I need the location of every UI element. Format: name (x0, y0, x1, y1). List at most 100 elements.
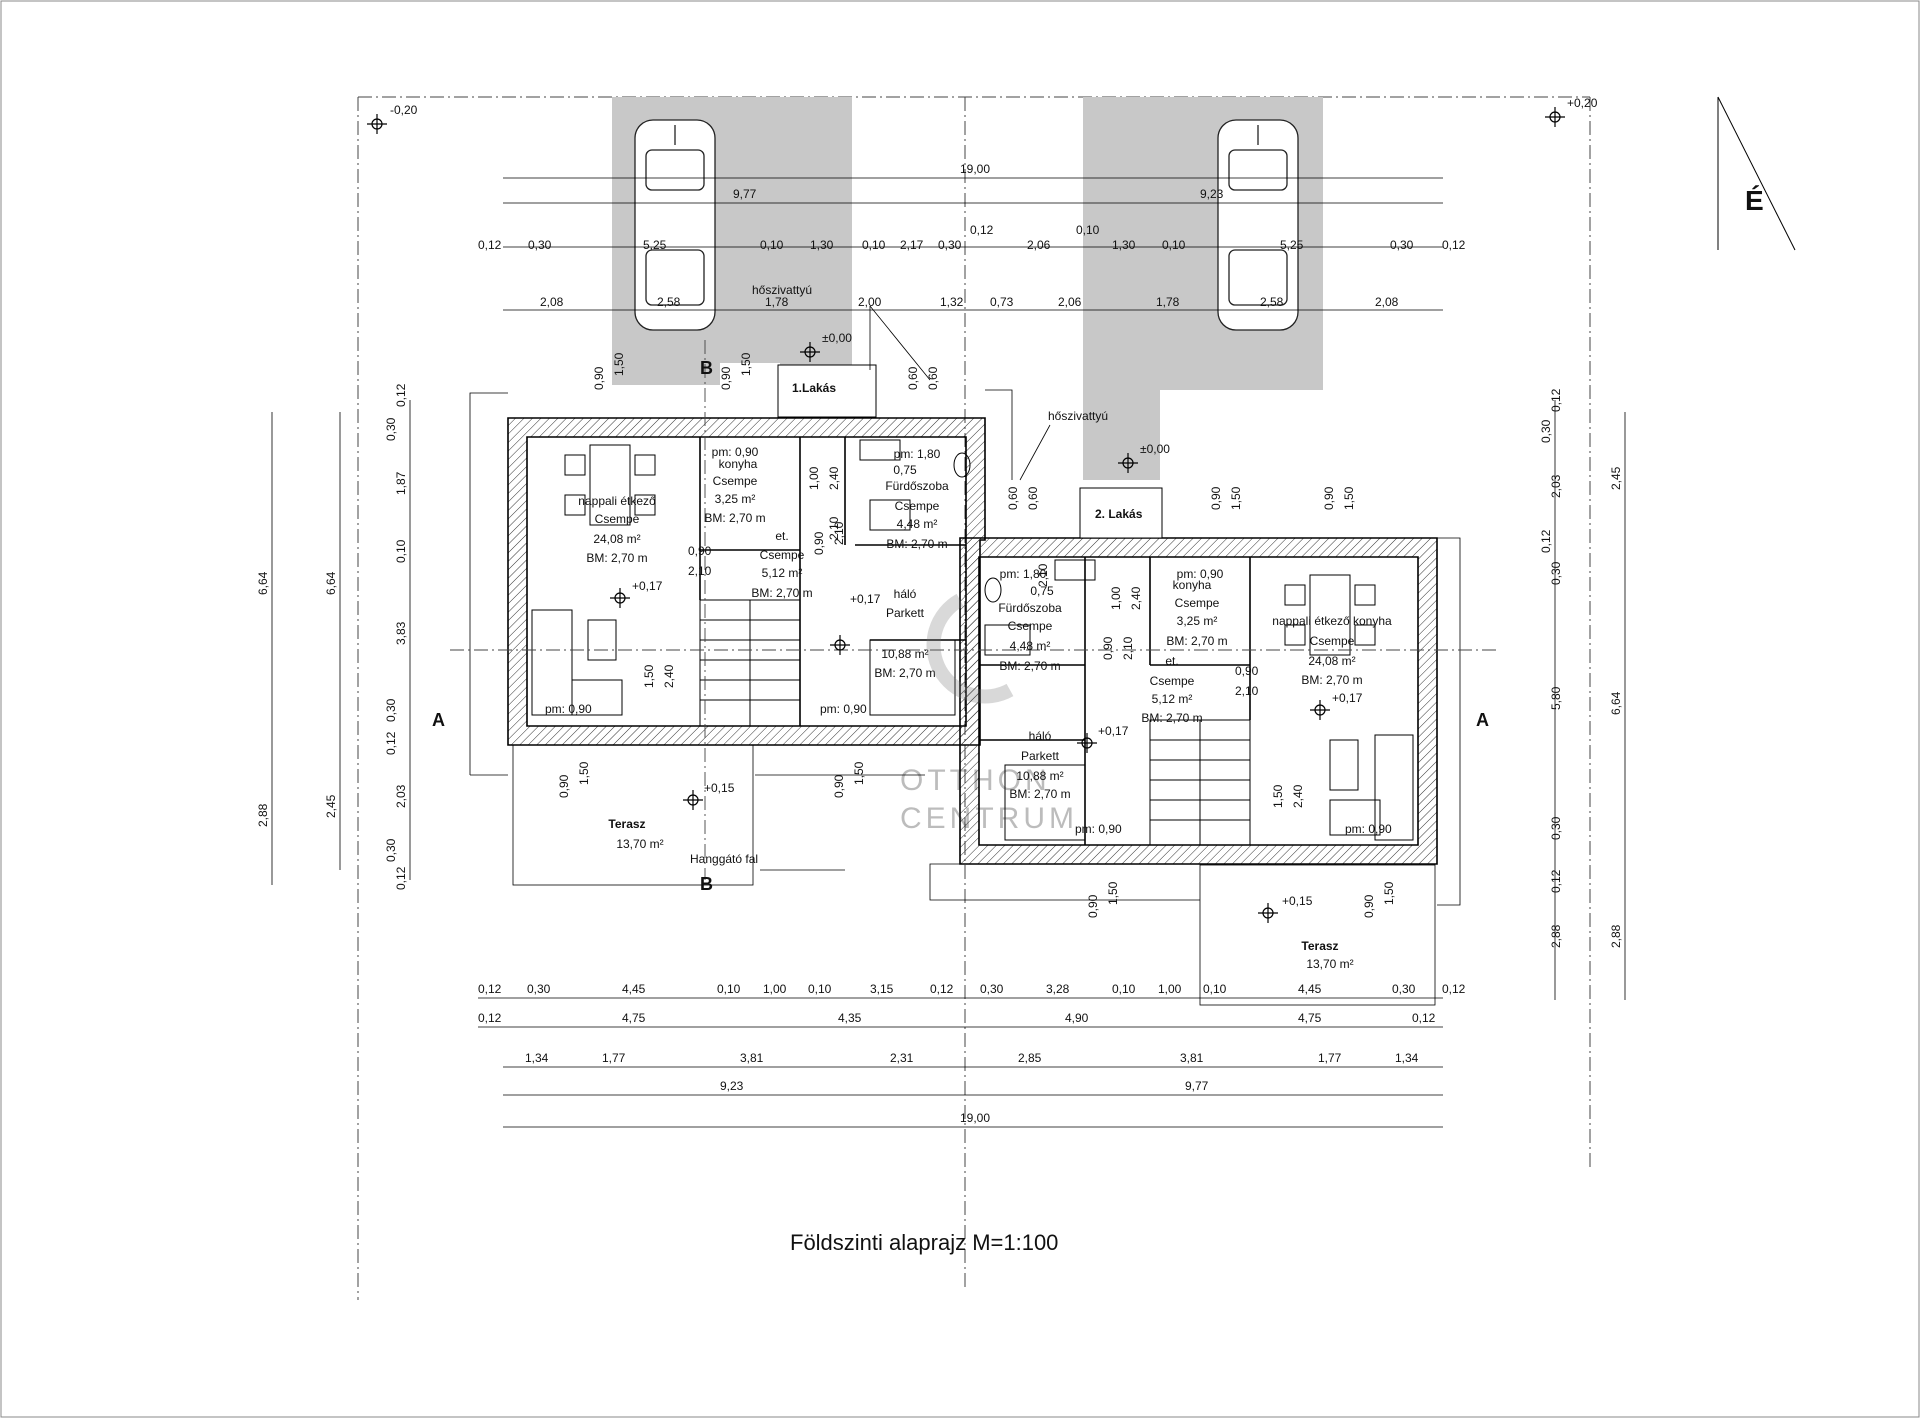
staircase-right (1149, 719, 1251, 846)
svg-text:1,78: 1,78 (1156, 295, 1180, 309)
car-left-icon (634, 119, 716, 331)
svg-text:5,25: 5,25 (1280, 238, 1304, 252)
svg-text:2,06: 2,06 (1058, 295, 1082, 309)
svg-text:Csempe: Csempe (1175, 596, 1220, 610)
level-label: +0,15 (704, 781, 735, 795)
svg-text:0,10: 0,10 (1076, 223, 1100, 237)
heat-pump-units (777, 364, 1163, 539)
dims-right-inner: 0,12 0,30 2,03 0,12 0,30 5,80 0,30 0,12 (1539, 388, 1563, 893)
svg-text:4,90: 4,90 (1065, 1011, 1089, 1025)
svg-text:nappali étkező konyha: nappali étkező konyha (1272, 614, 1392, 628)
svg-text:0,12: 0,12 (478, 238, 502, 252)
svg-text:0,10: 0,10 (760, 238, 784, 252)
svg-text:0,30: 0,30 (980, 982, 1004, 996)
svg-text:0,12: 0,12 (1442, 982, 1466, 996)
svg-text:2,03: 2,03 (1549, 474, 1563, 498)
svg-text:0,12: 0,12 (1412, 1011, 1436, 1025)
svg-text:0,12: 0,12 (478, 1011, 502, 1025)
svg-text:0,60: 0,60 (1026, 486, 1040, 510)
svg-text:0,60: 0,60 (926, 366, 940, 390)
unit-2-label: 2. Lakás (1095, 507, 1143, 521)
svg-text:10,88 m²: 10,88 m² (1016, 769, 1063, 783)
svg-text:0,90: 0,90 (557, 774, 571, 798)
svg-text:BM: 2,70 m: BM: 2,70 m (704, 511, 765, 525)
svg-text:0,30: 0,30 (1539, 419, 1553, 443)
svg-text:0,30: 0,30 (384, 698, 398, 722)
svg-text:3,25 m²: 3,25 m² (1177, 614, 1218, 628)
svg-text:2,40: 2,40 (1291, 784, 1305, 808)
svg-text:1,50: 1,50 (642, 664, 656, 688)
svg-text:5,80: 5,80 (1549, 686, 1563, 710)
svg-text:0,73: 0,73 (990, 295, 1014, 309)
svg-text:0,10: 0,10 (1162, 238, 1186, 252)
dim-label: 9,77 (1185, 1079, 1209, 1093)
svg-text:2,10: 2,10 (1235, 684, 1259, 698)
svg-text:3,81: 3,81 (740, 1051, 764, 1065)
svg-text:2,00: 2,00 (858, 295, 882, 309)
watermark-logo: OTTHON CENTRUM (900, 593, 1078, 835)
svg-text:0,30: 0,30 (1549, 561, 1563, 585)
room-right-bath: pm: 1,80 0,75 Fürdőszoba Csempe 4,48 m² … (998, 567, 1062, 673)
dims-left-inner: 0,12 0,30 1,87 0,10 3,83 0,30 0,12 2,03 … (384, 383, 408, 890)
property-boundary (357, 96, 1591, 1300)
svg-text:0,10: 0,10 (1112, 982, 1136, 996)
svg-text:5,12 m²: 5,12 m² (762, 566, 803, 580)
svg-text:0,90: 0,90 (592, 366, 606, 390)
staircase-left (699, 599, 801, 727)
dim-label: 2,88 (1549, 924, 1563, 948)
svg-text:4,48 m²: 4,48 m² (1010, 639, 1051, 653)
svg-text:2,85: 2,85 (1018, 1051, 1042, 1065)
svg-text:nappali étkező: nappali étkező (578, 494, 656, 508)
svg-text:CENTRUM: CENTRUM (900, 802, 1078, 835)
svg-text:Csempe: Csempe (895, 499, 940, 513)
svg-text:2,58: 2,58 (657, 295, 681, 309)
svg-text:3,81: 3,81 (1180, 1051, 1204, 1065)
svg-text:5,25: 5,25 (643, 238, 667, 252)
svg-text:1,78: 1,78 (765, 295, 789, 309)
svg-text:1,30: 1,30 (810, 238, 834, 252)
svg-text:2,40: 2,40 (827, 466, 841, 490)
svg-text:BM: 2,70 m: BM: 2,70 m (1009, 787, 1070, 801)
svg-text:4,75: 4,75 (622, 1011, 646, 1025)
svg-text:24,08 m²: 24,08 m² (593, 532, 640, 546)
svg-text:24,08 m²: 24,08 m² (1308, 654, 1355, 668)
svg-text:1,32: 1,32 (940, 295, 964, 309)
room-left-hall: et. Csempe 5,12 m² BM: 2,70 m (751, 529, 812, 600)
svg-text:0,12: 0,12 (1539, 529, 1553, 553)
dim-label: 19,00 (960, 1111, 990, 1125)
svg-text:Terasz: Terasz (1301, 939, 1338, 953)
svg-text:háló: háló (894, 587, 917, 601)
dim-label: 6,64 (256, 571, 270, 595)
svg-text:BM: 2,70 m: BM: 2,70 m (999, 659, 1060, 673)
svg-text:Parkett: Parkett (886, 606, 925, 620)
svg-text:0,30: 0,30 (1549, 816, 1563, 840)
svg-text:1,50: 1,50 (739, 352, 753, 376)
sill-label: pm: 0,90 (820, 702, 867, 716)
svg-text:2,03: 2,03 (394, 784, 408, 808)
svg-text:OTTHON: OTTHON (900, 764, 1051, 797)
svg-text:13,70 m²: 13,70 m² (616, 837, 663, 851)
svg-text:pm: 1,80: pm: 1,80 (894, 447, 941, 461)
svg-text:0,10: 0,10 (808, 982, 832, 996)
level-markers (367, 107, 1565, 923)
svg-text:0,12: 0,12 (970, 223, 994, 237)
svg-text:1,77: 1,77 (602, 1051, 626, 1065)
svg-text:0,12: 0,12 (394, 866, 408, 890)
svg-text:pm: 0,90: pm: 0,90 (1177, 567, 1224, 581)
sill-label: pm: 0,90 (1345, 822, 1392, 836)
svg-text:BM: 2,70 m: BM: 2,70 m (874, 666, 935, 680)
section-lines (450, 340, 1500, 880)
room-right-living: nappali étkező konyha Csempe 24,08 m² BM… (1272, 614, 1392, 687)
svg-text:2,10: 2,10 (832, 521, 846, 545)
dims-bottom-row2: 0,12 4,75 4,35 4,90 4,75 0,12 (478, 1011, 1436, 1025)
svg-text:10,88 m²: 10,88 m² (881, 647, 928, 661)
svg-text:0,30: 0,30 (1392, 982, 1416, 996)
svg-text:Fürdőszoba: Fürdőszoba (998, 601, 1062, 615)
level-label: -0,20 (390, 103, 418, 117)
svg-text:1,50: 1,50 (612, 352, 626, 376)
dim-label: 6,64 (324, 571, 338, 595)
svg-text:BM: 2,70 m: BM: 2,70 m (1166, 634, 1227, 648)
svg-text:0,90: 0,90 (1322, 486, 1336, 510)
svg-text:0,12: 0,12 (384, 731, 398, 755)
